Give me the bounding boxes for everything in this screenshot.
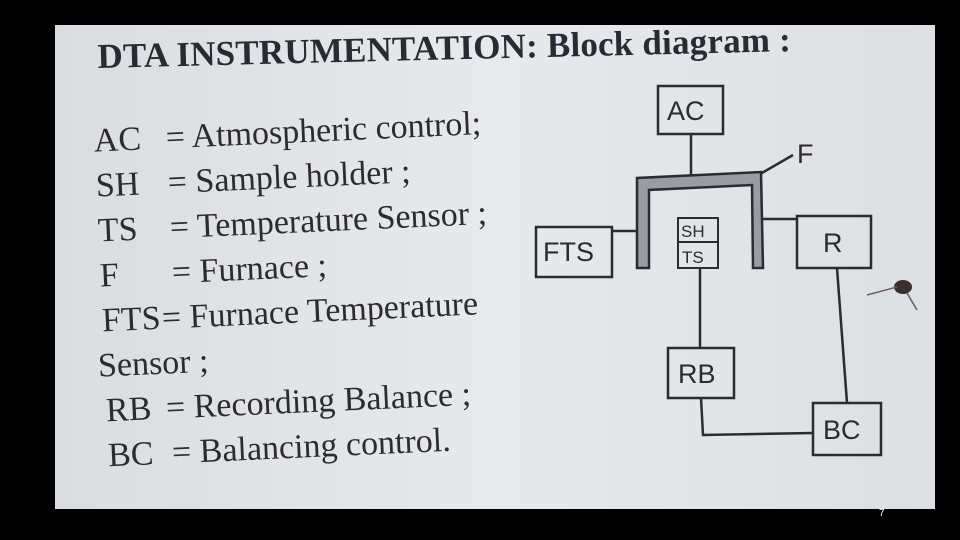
rb-label: RB: [678, 359, 716, 389]
ac-box: [656, 84, 725, 136]
block-diagram: F AC FTS SH TS R RB BC: [534, 84, 918, 457]
blemish-body: [894, 280, 912, 294]
r-box: [795, 214, 873, 270]
r-bc-line: [835, 267, 849, 404]
ts-label: TS: [682, 248, 704, 267]
furnace-wall: [635, 170, 765, 270]
photo-shading: [55, 25, 935, 509]
sh-label: SH: [681, 222, 705, 241]
ac-label: AC: [667, 96, 705, 126]
bc-box: [811, 401, 883, 457]
photo-blemish: [866, 280, 918, 311]
bc-label: BC: [823, 415, 861, 445]
photo-region: DTA INSTRUMENTATION: Block diagram : AC …: [55, 25, 935, 509]
r-label: R: [823, 228, 843, 258]
rb-bc-line: [699, 397, 814, 437]
rb-box: [666, 346, 736, 400]
fts-box: [534, 225, 614, 279]
furnace-shape: [635, 170, 765, 270]
furnace-label: F: [797, 139, 814, 169]
blemish-leg: [866, 286, 898, 296]
page-number: 7: [879, 508, 885, 519]
fts-label: FTS: [543, 237, 594, 267]
blemish-leg: [906, 292, 918, 311]
